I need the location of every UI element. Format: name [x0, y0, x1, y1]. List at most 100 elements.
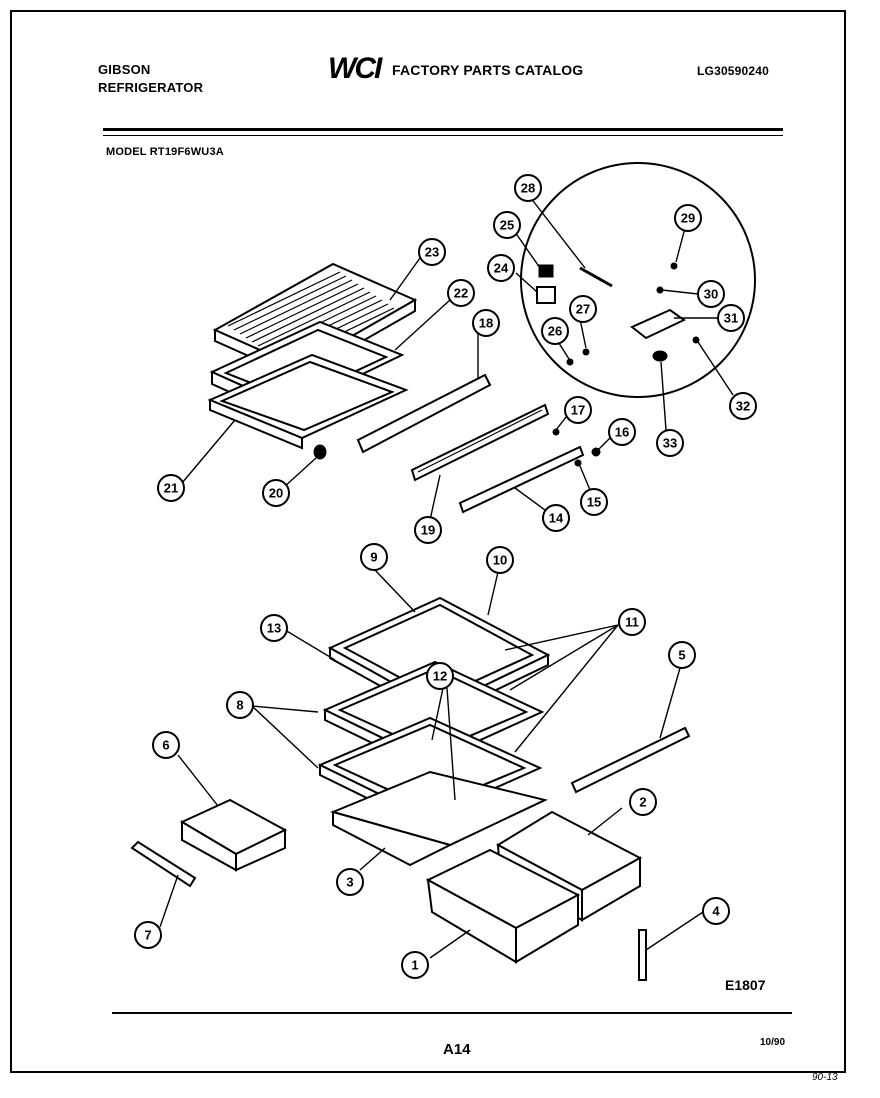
- svg-text:27: 27: [576, 302, 590, 317]
- callout-10: 10: [486, 546, 514, 574]
- callout-6: 6: [152, 731, 180, 759]
- part-3-crisper-cover: [329, 770, 548, 867]
- part-25-block: [538, 264, 554, 278]
- callout-18: 18: [472, 309, 500, 337]
- header-rule-bottom: [103, 135, 783, 136]
- callout-14: 14: [542, 504, 570, 532]
- part-21-shelf: [207, 353, 409, 450]
- brand-line-1: GIBSON: [98, 62, 151, 77]
- figure-code: E1807: [725, 977, 766, 993]
- callout-19: 19: [414, 516, 442, 544]
- svg-text:11: 11: [625, 615, 639, 630]
- svg-text:7: 7: [144, 928, 151, 943]
- print-date: 10/90: [760, 1037, 786, 1048]
- svg-text:28: 28: [521, 181, 535, 196]
- part-18-bracket: [356, 373, 492, 454]
- callout-24: 24: [487, 254, 515, 282]
- part-6-bin: [179, 798, 288, 872]
- svg-text:29: 29: [681, 211, 695, 226]
- svg-text:26: 26: [548, 324, 562, 339]
- svg-text:19: 19: [421, 523, 435, 538]
- svg-text:14: 14: [549, 511, 564, 526]
- callout-32: 32: [729, 392, 757, 420]
- callout-17: 17: [564, 396, 592, 424]
- handwritten-note: 90-13: [812, 1072, 838, 1083]
- callout-29: 29: [674, 204, 702, 232]
- part-28-rod: [579, 266, 613, 288]
- part-1-crisper: [425, 848, 581, 964]
- detail-view-circle: [520, 162, 756, 398]
- svg-text:1: 1: [411, 958, 418, 973]
- svg-text:23: 23: [425, 245, 439, 260]
- part-5-rail: [570, 726, 691, 794]
- callout-21: 21: [157, 474, 185, 502]
- part-7-rail: [130, 840, 197, 888]
- callout-1: 1: [401, 951, 429, 979]
- svg-text:24: 24: [494, 261, 509, 276]
- part-33-knob: [652, 350, 668, 362]
- svg-text:22: 22: [454, 286, 468, 301]
- svg-text:21: 21: [164, 481, 178, 496]
- callout-7: 7: [134, 921, 162, 949]
- svg-text:18: 18: [479, 316, 493, 331]
- catalog-title: FACTORY PARTS CATALOG: [392, 62, 584, 78]
- callout-4: 4: [702, 897, 730, 925]
- part-32-screw: [692, 336, 700, 344]
- catalog-number: LG30590240: [697, 64, 770, 78]
- page-code: A14: [443, 1041, 471, 1058]
- callout-23: 23: [418, 238, 446, 266]
- callout-33: 33: [656, 429, 684, 457]
- part-15-screw: [574, 459, 582, 467]
- callout-3: 3: [336, 868, 364, 896]
- svg-text:5: 5: [678, 648, 685, 663]
- callout-11: 11: [618, 608, 646, 636]
- callout-31: 31: [717, 304, 745, 332]
- wci-logo: WCI: [328, 52, 382, 85]
- svg-text:25: 25: [500, 218, 514, 233]
- svg-text:12: 12: [433, 669, 447, 684]
- svg-text:4: 4: [712, 904, 720, 919]
- svg-text:33: 33: [663, 436, 677, 451]
- callout-25: 25: [493, 211, 521, 239]
- callout-13: 13: [260, 614, 288, 642]
- callout-30: 30: [697, 280, 725, 308]
- part-27-pin: [582, 348, 590, 356]
- svg-text:3: 3: [346, 875, 353, 890]
- callout-20: 20: [262, 479, 290, 507]
- callout-15: 15: [580, 488, 608, 516]
- footer-rule: [112, 1012, 792, 1014]
- brand-line-2: REFRIGERATOR: [98, 80, 204, 95]
- svg-text:17: 17: [571, 403, 585, 418]
- callout-2: 2: [629, 788, 657, 816]
- svg-text:13: 13: [267, 621, 281, 636]
- callout-26: 26: [541, 317, 569, 345]
- svg-text:20: 20: [269, 486, 283, 501]
- part-26-pin: [566, 358, 574, 366]
- svg-text:10: 10: [493, 553, 507, 568]
- callout-16: 16: [608, 418, 636, 446]
- svg-text:30: 30: [704, 287, 718, 302]
- part-20-knob: [313, 444, 327, 460]
- callout-8: 8: [226, 691, 254, 719]
- svg-text:6: 6: [162, 738, 169, 753]
- callout-9: 9: [360, 543, 388, 571]
- callout-12: 12: [426, 662, 454, 690]
- svg-text:8: 8: [236, 698, 243, 713]
- svg-text:32: 32: [736, 399, 750, 414]
- header-rule-top: [103, 128, 783, 131]
- svg-text:16: 16: [615, 425, 629, 440]
- callout-5: 5: [668, 641, 696, 669]
- part-29-screw: [670, 262, 678, 270]
- svg-text:9: 9: [370, 550, 377, 565]
- svg-text:31: 31: [724, 311, 738, 326]
- part-31-housing: [630, 308, 686, 340]
- callout-27: 27: [569, 295, 597, 323]
- part-4-post: [638, 929, 647, 981]
- callout-22: 22: [447, 279, 475, 307]
- model-number: MODEL RT19F6WU3A: [106, 146, 224, 158]
- svg-text:2: 2: [639, 795, 646, 810]
- leader-lines: [159, 196, 734, 959]
- part-14-rail: [458, 445, 585, 514]
- svg-text:15: 15: [587, 495, 601, 510]
